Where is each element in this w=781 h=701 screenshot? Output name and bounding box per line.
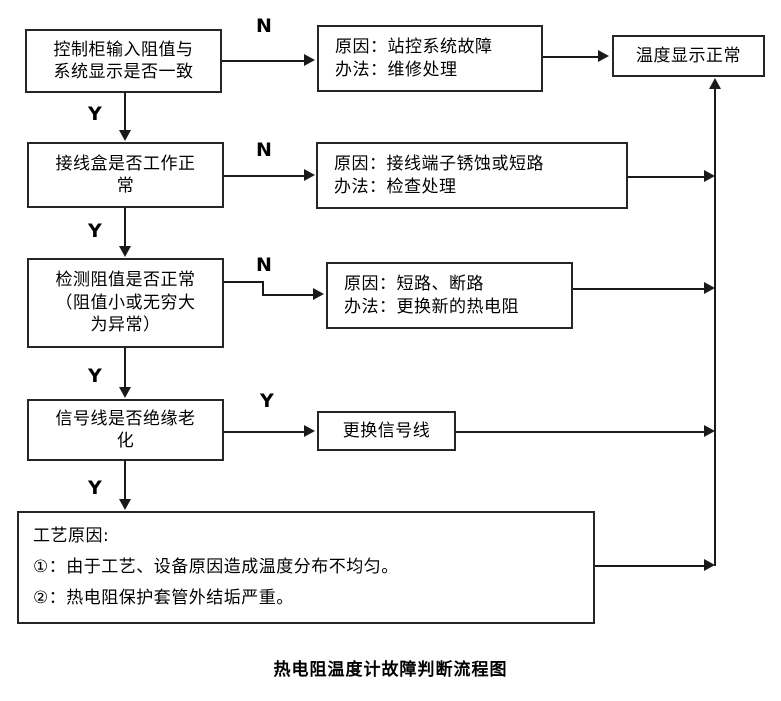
arrowhead-cause2-to-bus (704, 170, 715, 182)
connector-cause2-to-bus (628, 176, 708, 178)
arrowhead-d3-to-d4 (119, 387, 131, 398)
arrowhead-cause1-to-result (598, 50, 609, 62)
node-text-line: 检测阻值是否正常 (55, 270, 196, 291)
arrowhead-d3-to-cause3 (313, 288, 324, 300)
node-text-line: 控制柜输入阻值与 (53, 39, 194, 60)
arrowhead-action4-to-bus (704, 425, 715, 437)
connector-d2-to-d3 (124, 208, 126, 247)
connector-d3-to-cause3-lower (262, 294, 315, 296)
connector-d3-to-d4 (124, 348, 126, 388)
node-text-line: ①：由于工艺、设备原因造成温度分布不均匀。 (33, 556, 399, 577)
connector-process-to-bus (595, 565, 708, 567)
arrowhead-d1-to-d2 (119, 130, 131, 141)
branch-label-y4: Y (260, 390, 274, 412)
connector-action4-to-bus (456, 431, 708, 433)
node-text-line: 为异常） (90, 315, 161, 336)
connector-d4-to-action4 (224, 431, 306, 433)
connector-cause3-to-bus (573, 288, 708, 290)
arrowhead-d4-to-process (119, 499, 131, 510)
node-result-temperature-normal[interactable]: 温度显示正常 (612, 35, 765, 77)
arrowhead-d2-to-d3 (119, 246, 131, 257)
node-text-line: ②：热电阻保护套管外结垢严重。 (33, 587, 294, 608)
node-decision-junction-box[interactable]: 接线盒是否工作正 常 (27, 142, 224, 208)
connector-d3-to-cause3-upper (224, 281, 264, 283)
node-text-line: 工艺原因: (33, 525, 110, 546)
node-text-line: 原因：接线端子锈蚀或短路 (334, 154, 544, 175)
node-process-reasons[interactable]: 工艺原因: ①：由于工艺、设备原因造成温度分布不均匀。 ②：热电阻保护套管外结垢… (17, 511, 595, 624)
branch-label-y5: Y (88, 477, 102, 499)
connector-cause1-to-result (543, 56, 600, 58)
node-text-line: 办法：维修处理 (335, 59, 458, 80)
branch-label-y3: Y (88, 365, 102, 387)
node-text-line: （阻值小或无穷大 (55, 292, 196, 313)
branch-label-y1: Y (88, 103, 102, 125)
connector-d2-to-cause2 (224, 175, 306, 177)
arrowhead-d1-to-cause1 (304, 54, 315, 66)
node-decision-resistance-check[interactable]: 检测阻值是否正常 （阻值小或无穷大 为异常） (27, 258, 224, 348)
node-decision-control-cabinet[interactable]: 控制柜输入阻值与 系统显示是否一致 (25, 29, 222, 93)
node-text-line: 更换信号线 (342, 420, 431, 441)
connector-d1-to-cause1 (222, 60, 306, 62)
connector-d3-to-cause3-drop (262, 281, 264, 295)
connector-right-bus (714, 88, 716, 566)
arrowhead-d2-to-cause2 (304, 169, 315, 181)
arrowhead-cause3-to-bus (704, 282, 715, 294)
node-text-line: 原因：短路、断路 (344, 274, 484, 295)
node-text-line: 化 (116, 431, 135, 451)
node-cause-short-open-circuit[interactable]: 原因：短路、断路 办法：更换新的热电阻 (326, 262, 573, 329)
arrowhead-d4-to-action4 (304, 425, 315, 437)
node-text-line: 温度显示正常 (636, 45, 741, 66)
node-text-line: 办法：更换新的热电阻 (344, 296, 519, 317)
node-decision-signal-cable-aging[interactable]: 信号线是否绝缘老 化 (27, 399, 224, 461)
node-text-line: 信号线是否绝缘老 (55, 408, 196, 429)
node-text-line: 常 (116, 176, 135, 196)
connector-d4-to-process (124, 461, 126, 499)
branch-label-n1: N (256, 15, 272, 37)
node-cause-station-control-fault[interactable]: 原因：站控系统故障 办法：维修处理 (317, 25, 543, 92)
arrowhead-bus-to-result (709, 78, 721, 89)
node-text-line: 原因：站控系统故障 (335, 37, 493, 58)
branch-label-n3: N (256, 254, 272, 276)
diagram-caption: 热电阻温度计故障判断流程图 (273, 660, 508, 680)
node-cause-terminal-corrosion[interactable]: 原因：接线端子锈蚀或短路 办法：检查处理 (316, 142, 628, 209)
branch-label-n2: N (256, 139, 272, 161)
branch-label-y2: Y (88, 220, 102, 242)
arrowhead-process-to-bus (704, 559, 715, 571)
node-text-line: 接线盒是否工作正 (55, 153, 196, 174)
node-action-replace-signal-cable[interactable]: 更换信号线 (317, 411, 456, 451)
node-text-line: 系统显示是否一致 (53, 62, 194, 82)
connector-d1-to-d2 (124, 93, 126, 131)
node-text-line: 办法：检查处理 (334, 176, 457, 197)
